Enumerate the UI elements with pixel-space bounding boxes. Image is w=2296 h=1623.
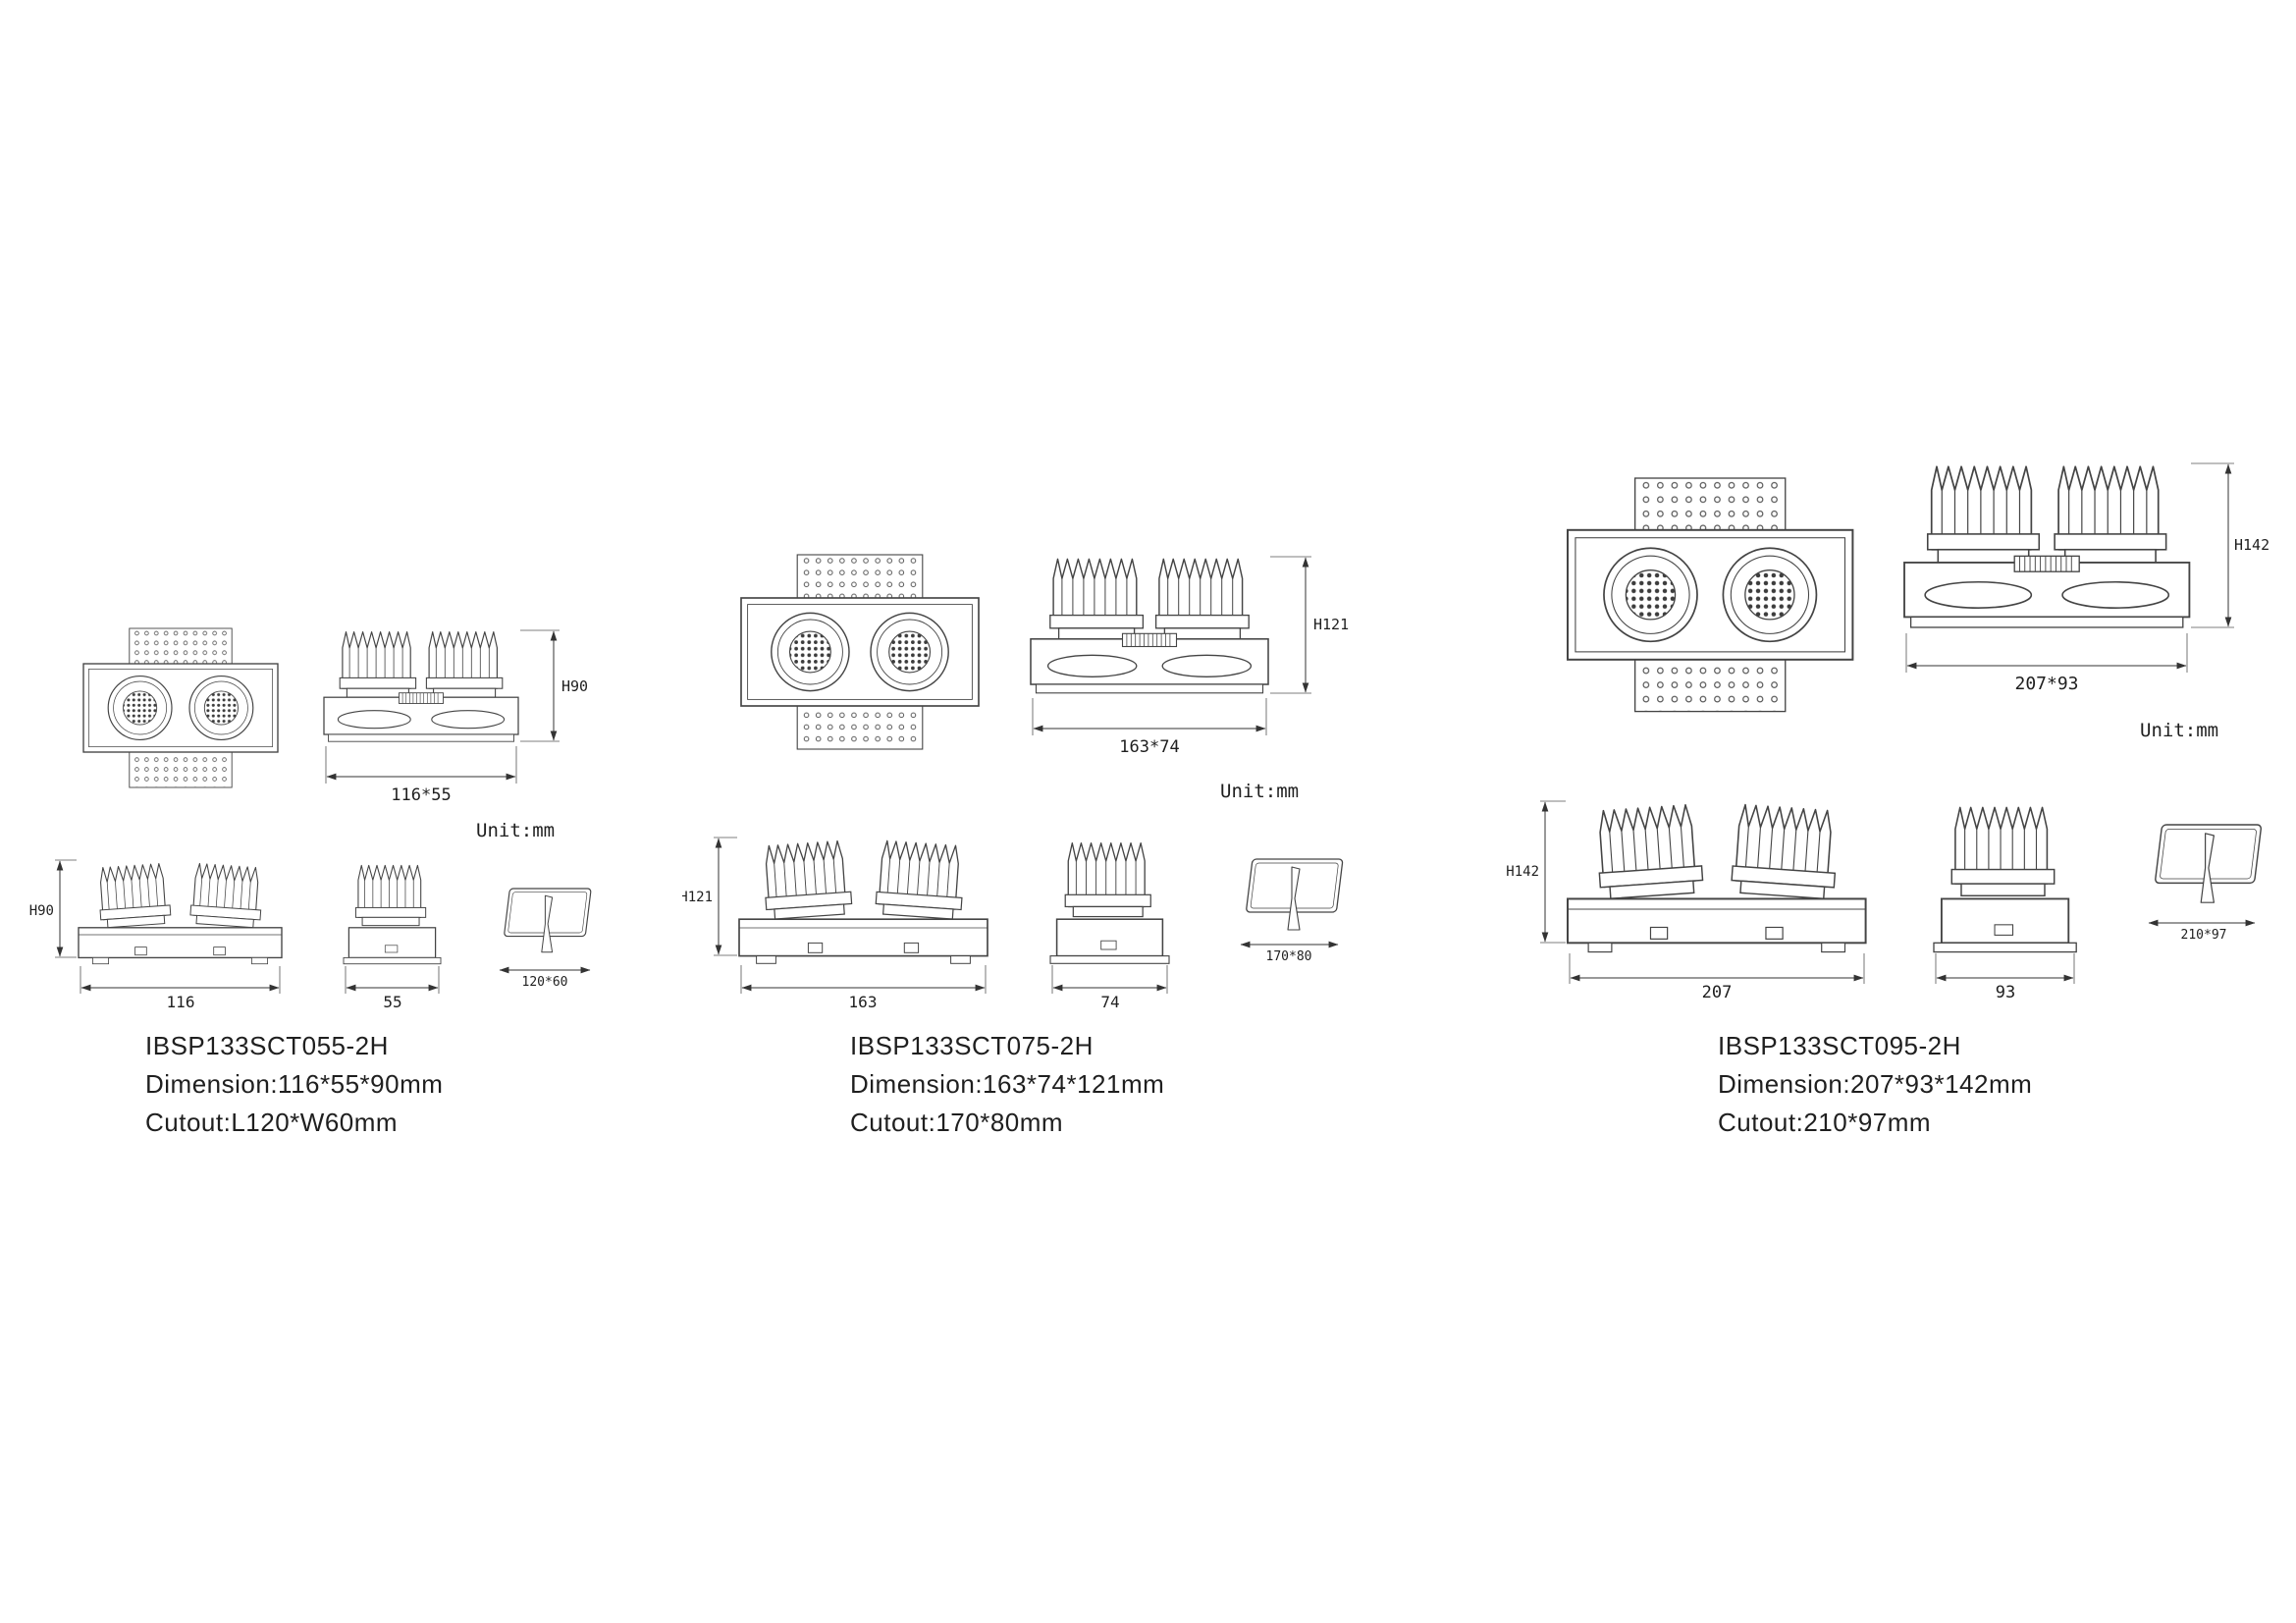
length-dimension-label: 207 — [1702, 983, 1733, 1002]
height-dimension-label: H90 — [29, 903, 54, 919]
height-dimension-label: H90 — [561, 677, 588, 695]
perspective-view-drawing — [324, 632, 518, 742]
height-dimension-label: H121 — [1313, 616, 1349, 633]
dimension-text: Dimension:116*55*90mm — [145, 1069, 444, 1099]
side-elevation-drawing — [1050, 843, 1169, 964]
width-dimension: 93 — [1935, 953, 2075, 1002]
cutout-dimension-label: 210*97 — [2181, 928, 2227, 943]
cutout-text: Cutout:210*97mm — [1718, 1108, 1932, 1137]
cutout-text: Cutout:170*80mm — [850, 1108, 1064, 1137]
cutout-dimension-label: 170*80 — [1266, 949, 1312, 964]
dimension-text: Dimension:207*93*142mm — [1718, 1069, 2033, 1099]
height-dimension-label: H121 — [682, 890, 713, 905]
unit-label: Unit:mm — [1220, 781, 1299, 802]
product-spec-1: IBSP133SCT055-2H Dimension:116*55*90mm C… — [145, 1027, 443, 1142]
height-dimension-elevation: H121 — [679, 837, 737, 956]
width-dimension: 74 — [1051, 965, 1168, 1011]
product-3-drawings: 207*93 H142 Unit:mm H142 207 — [1506, 462, 2269, 1002]
plan-dimension-label: 116*55 — [391, 785, 451, 805]
width-dimension-label: 93 — [1996, 983, 2015, 1002]
height-dimension-label: H142 — [2234, 536, 2269, 554]
model-number: IBSP133SCT095-2H — [1718, 1031, 1961, 1060]
cutout-dimension-label: 120*60 — [522, 975, 568, 990]
front-elevation-drawing — [1568, 804, 1866, 952]
cutout-drawing: 170*80 — [1240, 858, 1344, 964]
product-group-1: 116*55 H90 Unit:mm H90 116 — [29, 599, 658, 1021]
width-dimension-label: 55 — [383, 993, 401, 1011]
front-elevation-drawing — [79, 863, 282, 964]
unit-label: Unit:mm — [2140, 720, 2218, 741]
perspective-view-drawing — [1031, 559, 1268, 692]
perspective-view-drawing — [1904, 466, 2189, 627]
product-spec-2: IBSP133SCT075-2H Dimension:163*74*121mm … — [850, 1027, 1164, 1142]
length-dimension: 116 — [80, 966, 281, 1011]
front-elevation-drawing — [739, 840, 988, 964]
top-view-drawing — [740, 554, 980, 750]
side-elevation-drawing — [1934, 807, 2076, 951]
model-number: IBSP133SCT075-2H — [850, 1031, 1094, 1060]
length-dimension-label: 163 — [849, 993, 878, 1011]
top-view-drawing — [82, 627, 279, 788]
side-elevation-drawing — [344, 865, 441, 963]
width-dimension-label: 74 — [1100, 993, 1119, 1011]
product-spec-3: IBSP133SCT095-2H Dimension:207*93*142mm … — [1718, 1027, 2032, 1142]
plan-dimension: 207*93 — [1905, 633, 2188, 694]
length-dimension: 207 — [1569, 953, 1865, 1002]
height-dimension-perspective: H90 — [520, 629, 588, 742]
length-dimension-label: 116 — [167, 993, 195, 1011]
cutout-drawing: 120*60 — [499, 888, 592, 990]
height-dimension-perspective: H142 — [2191, 462, 2269, 628]
model-number: IBSP133SCT055-2H — [145, 1031, 389, 1060]
plan-dimension: 163*74 — [1032, 698, 1267, 757]
plan-dimension-label: 163*74 — [1119, 737, 1179, 757]
cutout-text: Cutout:L120*W60mm — [145, 1108, 399, 1137]
height-dimension-label: H142 — [1507, 864, 1539, 880]
unit-label: Unit:mm — [476, 820, 555, 841]
width-dimension: 55 — [345, 966, 440, 1011]
height-dimension-elevation: H142 — [1506, 800, 1566, 944]
plan-dimension-label: 207*93 — [2014, 674, 2078, 694]
dimension-text: Dimension:163*74*121mm — [850, 1069, 1165, 1099]
height-dimension-elevation: H90 — [29, 859, 77, 958]
cutout-drawing: 210*97 — [2148, 824, 2263, 943]
product-2-drawings: 163*74 H121 Unit:mm H121 163 — [679, 554, 1349, 1011]
height-dimension-perspective: H121 — [1270, 556, 1349, 694]
length-dimension: 163 — [740, 965, 987, 1011]
product-group-3: 207*93 H142 Unit:mm H142 207 — [1506, 434, 2292, 1008]
plan-dimension: 116*55 — [325, 746, 517, 805]
top-view-drawing — [1567, 477, 1854, 713]
product-1-drawings: 116*55 H90 Unit:mm H90 116 — [29, 627, 592, 1011]
product-group-2: 163*74 H121 Unit:mm H121 163 — [679, 520, 1409, 1011]
